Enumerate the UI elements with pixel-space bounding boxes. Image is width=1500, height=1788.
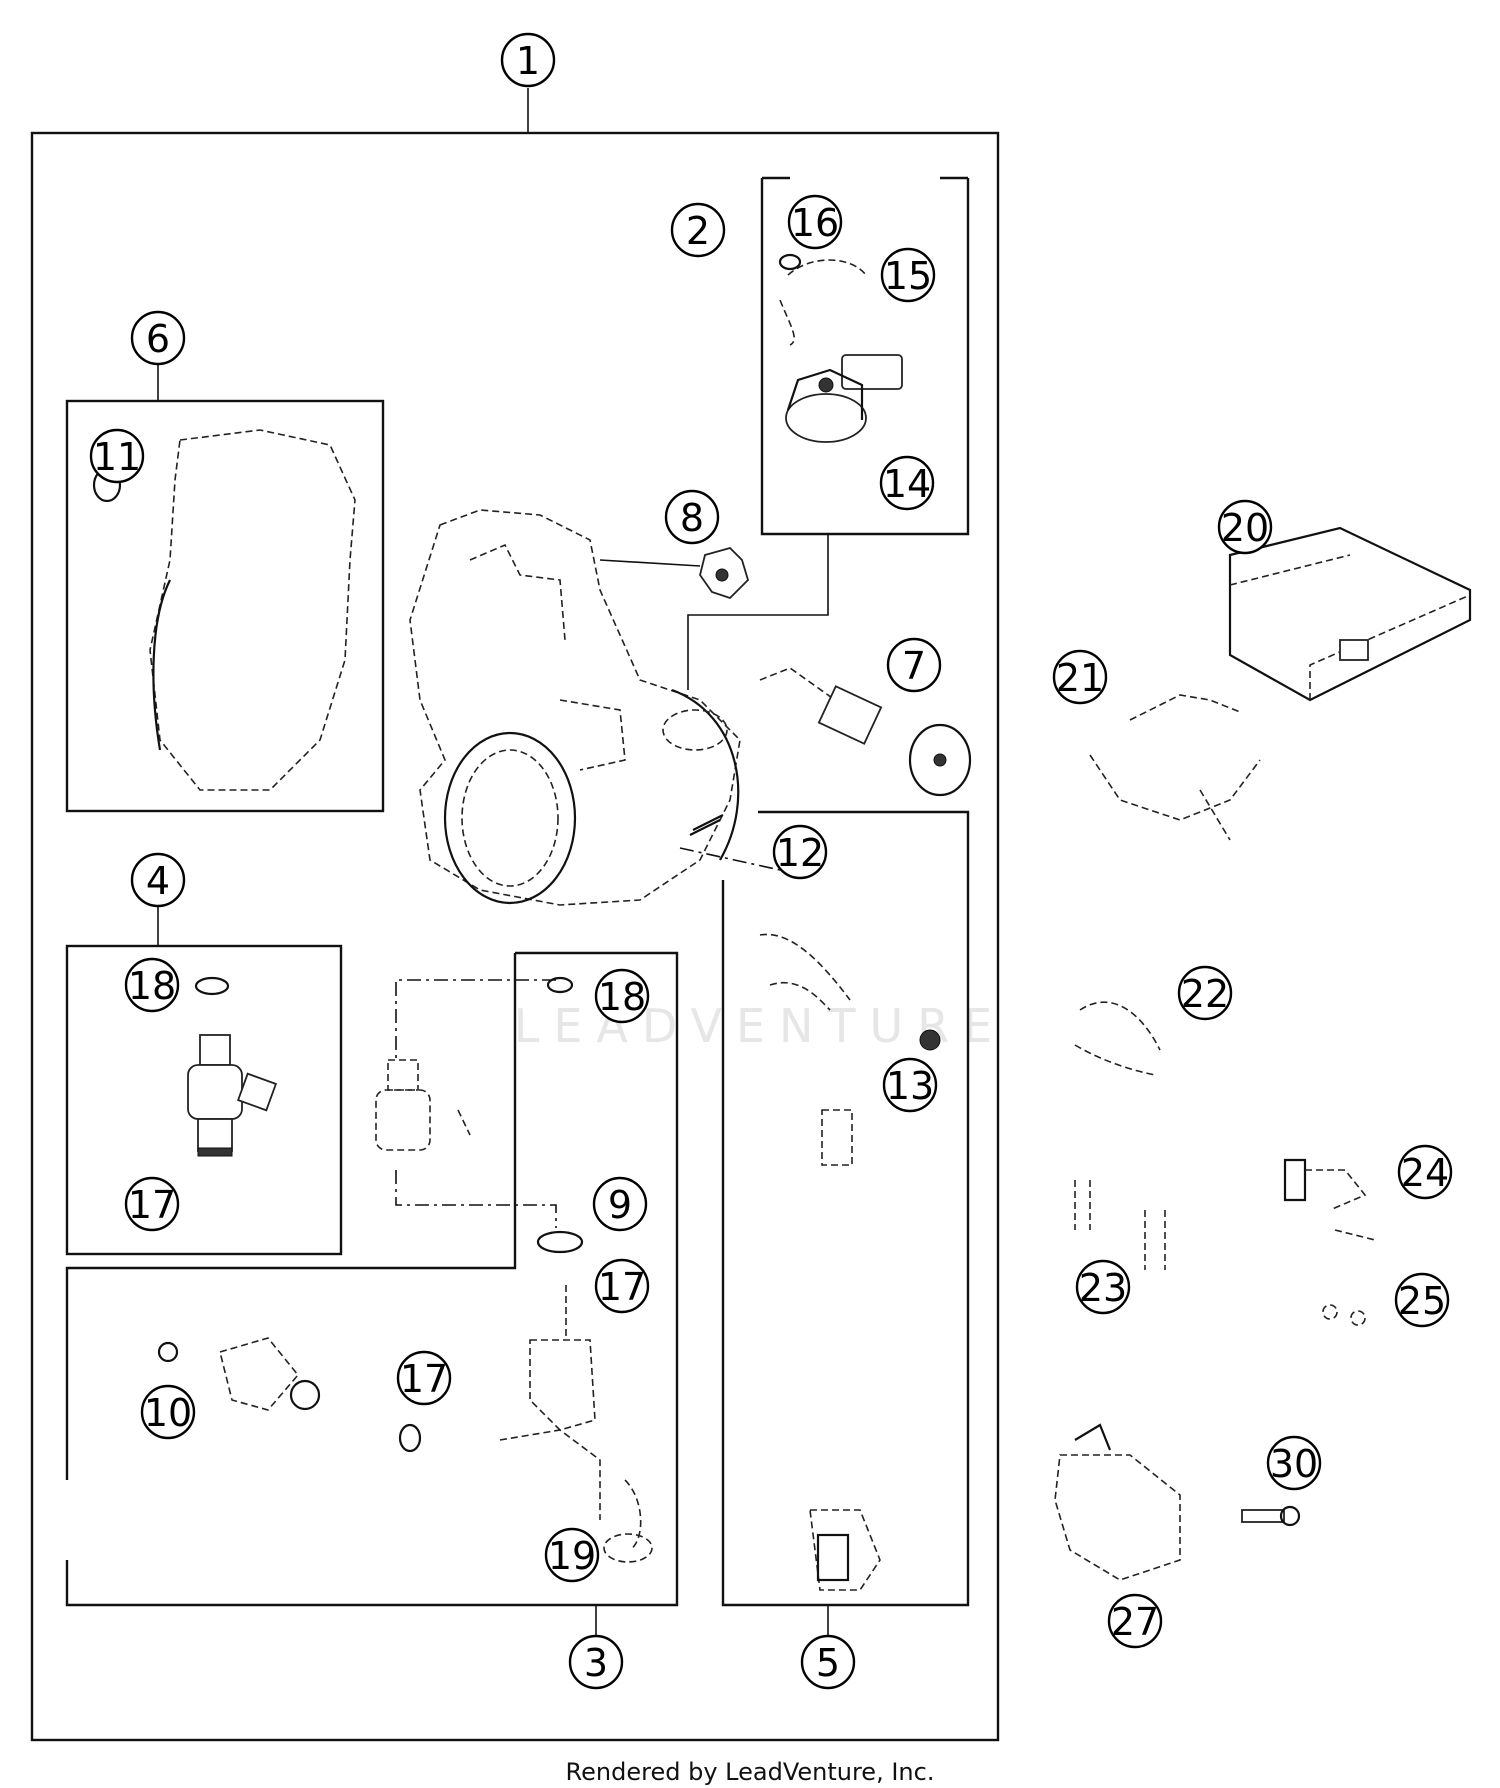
callout-24: 24 (1397, 1144, 1453, 1200)
svg-text:23: 23 (1079, 1266, 1127, 1310)
callout-13: 13 (882, 1057, 938, 1113)
callout-3: 3 (568, 1634, 624, 1690)
part-14-drawing (785, 354, 903, 443)
callout-14: 14 (879, 455, 935, 511)
svg-text:13: 13 (886, 1064, 934, 1108)
frame-group-2 (760, 176, 970, 536)
callout-17b: 17 (594, 1258, 650, 1314)
svg-text:18: 18 (598, 975, 646, 1019)
svg-text:21: 21 (1056, 656, 1104, 700)
svg-text:1: 1 (516, 39, 540, 83)
part-21-drawing (1089, 694, 1261, 841)
part-8-drawing (699, 546, 750, 600)
watermark: LEADVENTURE (514, 999, 1007, 1053)
part-5-bottom-drawing (809, 1509, 881, 1591)
svg-text:6: 6 (146, 317, 170, 361)
svg-text:17: 17 (400, 1357, 448, 1401)
frame-group-6 (65, 364, 385, 813)
frame-group-4 (65, 906, 343, 1256)
callout-11: 11 (89, 428, 145, 484)
callout-15: 15 (880, 247, 936, 303)
part-30-bolt-drawing (1241, 1505, 1301, 1527)
svg-text:27: 27 (1111, 1600, 1159, 1644)
callout-9: 9 (592, 1176, 648, 1232)
callout-2: 2 (670, 202, 726, 258)
svg-text:25: 25 (1398, 1279, 1446, 1323)
callout-8: 8 (664, 489, 720, 545)
part-11-drawing (92, 429, 356, 791)
part-20-ecu-drawing (1228, 526, 1472, 702)
callout-19: 19 (544, 1527, 600, 1583)
callout-22: 22 (1177, 965, 1233, 1021)
callout-21: 21 (1052, 649, 1108, 705)
frame-group-5 (721, 810, 970, 1635)
svg-text:11: 11 (93, 435, 141, 479)
svg-text:8: 8 (680, 496, 704, 540)
part-10-drawing (157, 1337, 321, 1411)
frame-group-3 (65, 951, 679, 1635)
svg-text:2: 2 (686, 209, 710, 253)
svg-text:3: 3 (584, 1641, 608, 1685)
callout-1: 1 (500, 32, 556, 88)
part-7-drawing (759, 667, 972, 797)
part-23-drawing (1074, 1180, 1166, 1270)
svg-text:15: 15 (884, 254, 932, 298)
part-22-drawing (1074, 1001, 1161, 1076)
part-12-13-drawing (759, 933, 941, 1166)
throttle-body-drawing (409, 509, 741, 906)
callout-25: 25 (1394, 1272, 1450, 1328)
callout-20: 20 (1217, 499, 1273, 555)
svg-text:9: 9 (608, 1183, 632, 1227)
svg-text:7: 7 (902, 644, 926, 688)
callout-10: 10 (140, 1384, 196, 1440)
svg-text:20: 20 (1221, 506, 1269, 550)
svg-text:24: 24 (1401, 1151, 1449, 1195)
svg-text:17: 17 (128, 1183, 176, 1227)
svg-text:4: 4 (146, 859, 170, 903)
callout-4: 4 (130, 852, 186, 908)
svg-text:12: 12 (776, 831, 824, 875)
callout-5: 5 (800, 1634, 856, 1690)
connection-lines (395, 534, 829, 1228)
svg-text:10: 10 (144, 1391, 192, 1435)
callout-18a: 18 (124, 957, 180, 1013)
part-27-drawing (1054, 1423, 1181, 1581)
callout-30: 30 (1266, 1435, 1322, 1491)
svg-text:17: 17 (598, 1265, 646, 1309)
svg-text:14: 14 (883, 462, 931, 506)
part-3-injector-drawing (375, 976, 653, 1563)
callout-17a: 17 (124, 1176, 180, 1232)
part-24-drawing (1283, 1158, 1376, 1241)
part-17c-oring-drawing (398, 1423, 422, 1453)
callout-12: 12 (772, 824, 828, 880)
callout-18b: 18 (594, 968, 650, 1024)
part-25-drawing (1322, 1304, 1366, 1326)
callout-17c: 17 (396, 1350, 452, 1406)
callout-23: 23 (1075, 1259, 1131, 1315)
callout-6: 6 (130, 310, 186, 366)
svg-text:18: 18 (128, 964, 176, 1008)
svg-text:5: 5 (816, 1641, 840, 1685)
callout-27: 27 (1107, 1593, 1163, 1649)
svg-text:16: 16 (791, 201, 839, 245)
svg-text:22: 22 (1181, 972, 1229, 1016)
svg-text:19: 19 (548, 1534, 596, 1578)
part-4-injector-drawing (187, 976, 278, 1157)
callout-7: 7 (886, 637, 942, 693)
render-credit: Rendered by LeadVenture, Inc. (565, 1758, 935, 1786)
frame-assembly-1 (30, 88, 1000, 1742)
part-16-drawing (778, 253, 802, 271)
callout-16: 16 (787, 194, 843, 250)
svg-text:30: 30 (1270, 1442, 1318, 1486)
part-15-drawing (779, 259, 867, 346)
